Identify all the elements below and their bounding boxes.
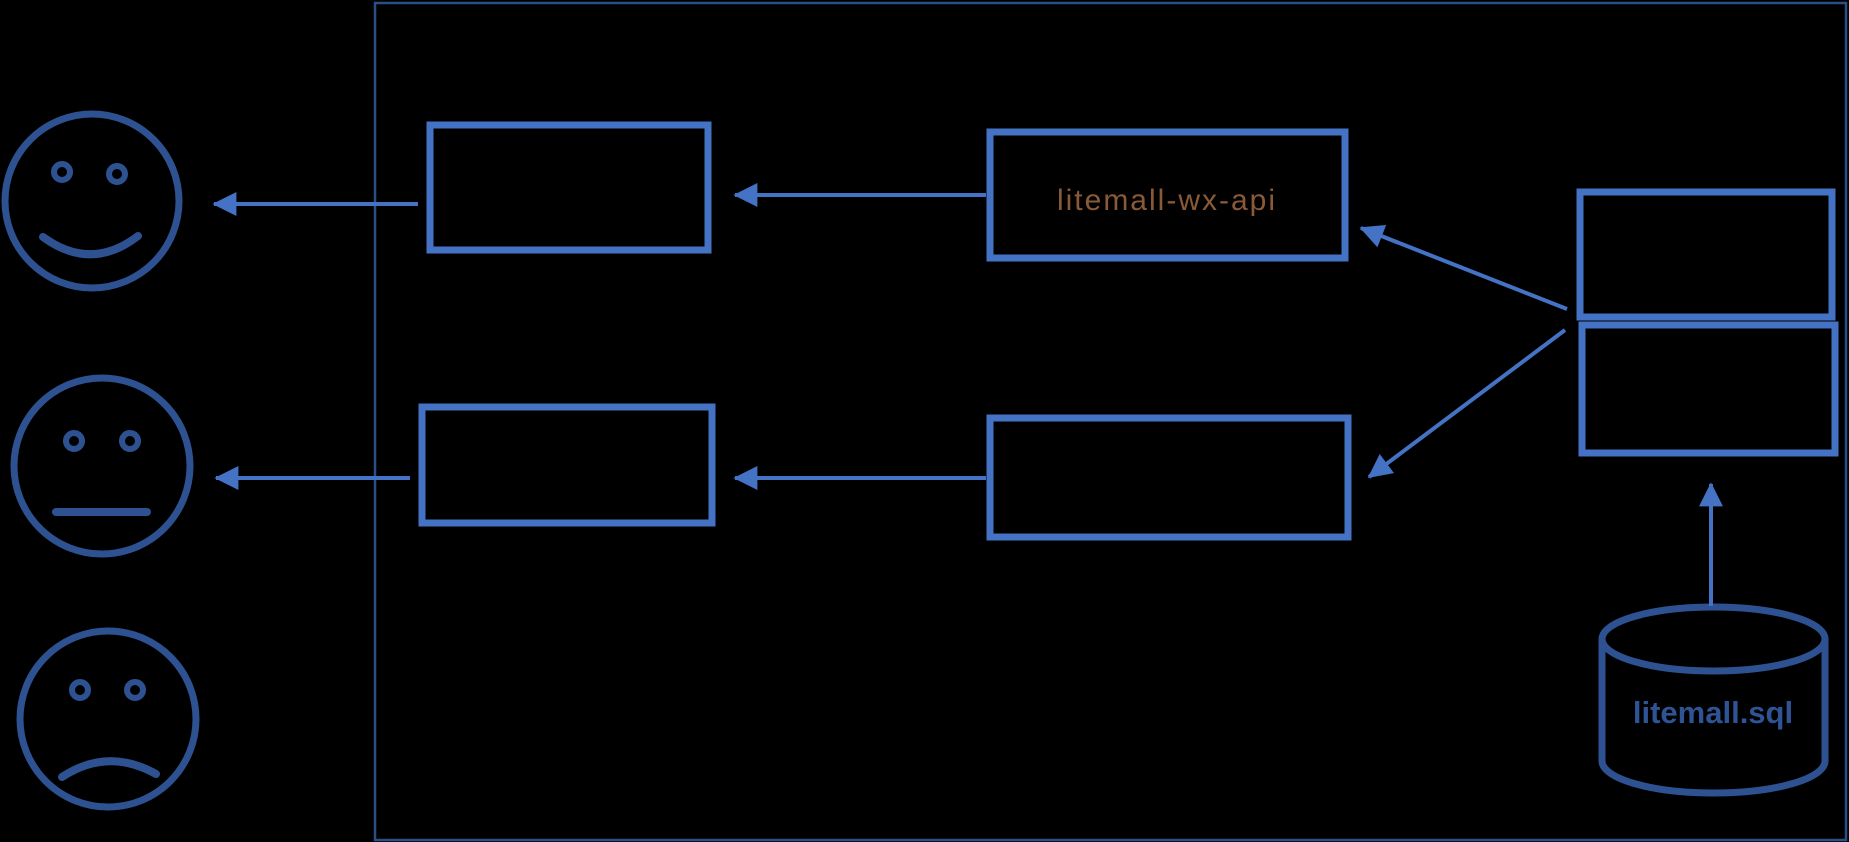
arrow-rightboxes-to-middleright [1367, 328, 1567, 479]
happy-face-smile [39, 232, 142, 259]
happy-face-head [1, 110, 183, 292]
happy-face-icon [1, 110, 183, 292]
database-cylinder-top [1598, 603, 1829, 675]
neutral-face-right-eye [119, 430, 141, 452]
sad-face-frown [58, 757, 160, 781]
box-wx-api-rect [986, 128, 1349, 262]
neutral-face-icon [10, 374, 194, 558]
sad-face-left-eye [69, 679, 91, 701]
box-wx-api: litemall-wx-api [986, 128, 1349, 262]
happy-face-left-eye [51, 161, 73, 183]
arrow-rightboxes-to-wxapi [1359, 225, 1568, 311]
system-boundary-box [373, 1, 1848, 842]
neutral-face-head [10, 374, 194, 558]
database-cylinder-body [1598, 639, 1829, 797]
happy-face-right-eye [106, 163, 128, 185]
box-right-top [1576, 188, 1836, 321]
box-right-bottom [1578, 321, 1839, 457]
database-cylinder-icon: litemall.sql [1598, 603, 1829, 797]
database-label: litemall.sql [1633, 695, 1793, 730]
sad-face-icon [16, 627, 200, 811]
box-top-left [426, 121, 712, 254]
neutral-face-left-eye [63, 430, 85, 452]
box-middle-right [986, 414, 1352, 541]
sad-face-right-eye [124, 679, 146, 701]
sad-face-head [16, 627, 200, 811]
wx-api-label: litemall-wx-api [1057, 184, 1277, 217]
box-middle-left [418, 403, 716, 527]
